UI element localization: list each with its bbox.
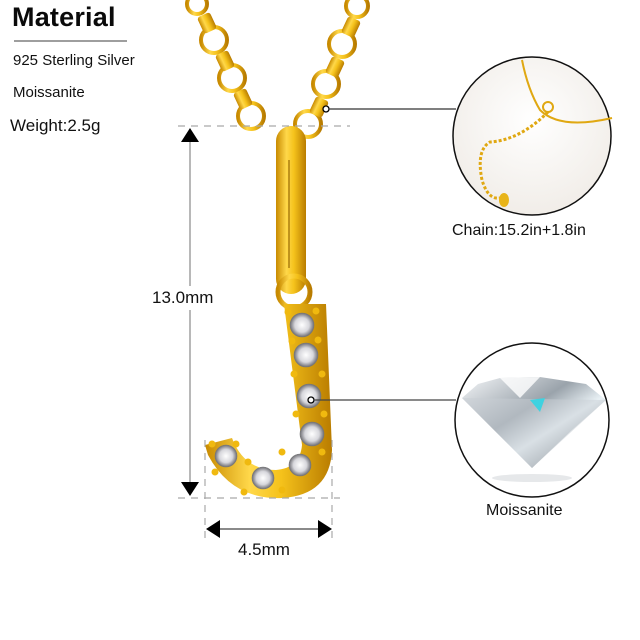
height-dimension-label: 13.0mm — [152, 286, 214, 310]
arrow-down-icon — [181, 482, 199, 496]
width-dimension-label: 4.5mm — [238, 540, 290, 559]
spec-stone: Moissanite — [13, 84, 85, 101]
arrow-up-icon — [181, 128, 199, 142]
moissanite-stones — [214, 312, 325, 490]
spec-weight: Weight:2.5g — [10, 116, 101, 135]
bail — [276, 126, 306, 294]
moissanite-closeup-circle — [454, 342, 610, 498]
chain-caption: Chain:15.2in+1.8in — [452, 222, 586, 239]
material-title: Material — [12, 2, 116, 32]
title-divider — [14, 40, 127, 42]
spec-metal: 925 Sterling Silver — [13, 52, 135, 69]
chain-closeup-circle — [452, 56, 613, 216]
arrow-right-icon — [318, 520, 332, 538]
arrow-left-icon — [206, 520, 220, 538]
stone-caption: Moissanite — [486, 502, 563, 519]
width-dimension — [204, 440, 333, 540]
